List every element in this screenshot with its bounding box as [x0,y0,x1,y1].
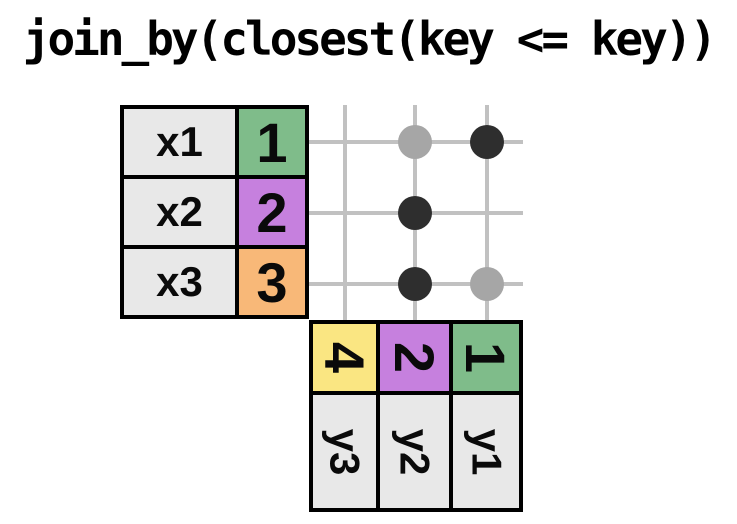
y-label-cell-y1: y1 [453,395,519,508]
candidate-dot-x3-y1 [469,266,504,301]
y-key-cell-y2: 2 [380,324,449,391]
match-dot-x2-y2 [397,195,432,230]
x-label-cell-x1: x1 [124,109,235,175]
x-label-cell-x3: x3 [124,249,235,315]
match-dot-x1-y1 [469,124,504,159]
y-key-cell-y1: 1 [453,324,519,391]
y-key-text-y3: 4 [313,341,376,374]
y-key-text-y1: 1 [454,341,518,374]
candidate-dot-x1-y2 [397,124,432,159]
y-label-cell-y2: y2 [380,395,449,508]
x-key-cell-x2: 2 [239,179,305,245]
x-label-cell-x2: x2 [124,179,235,245]
diagram-title: join_by(closest(key <= key)) [22,12,717,66]
match-dot-x3-y2 [397,266,432,301]
y-key-text-y2: 2 [383,341,446,374]
y-key-cell-y3: 4 [313,324,376,391]
y-label-cell-y3: y3 [313,395,376,508]
y-label-text-y1: y1 [463,428,510,475]
x-key-cell-x3: 3 [239,249,305,315]
x-key-cell-x1: 1 [239,109,305,175]
bottom-table-y: 4 y3 2 y2 1 y1 [309,320,523,512]
y-label-text-y3: y3 [321,428,369,475]
y-label-text-y2: y2 [391,428,439,475]
